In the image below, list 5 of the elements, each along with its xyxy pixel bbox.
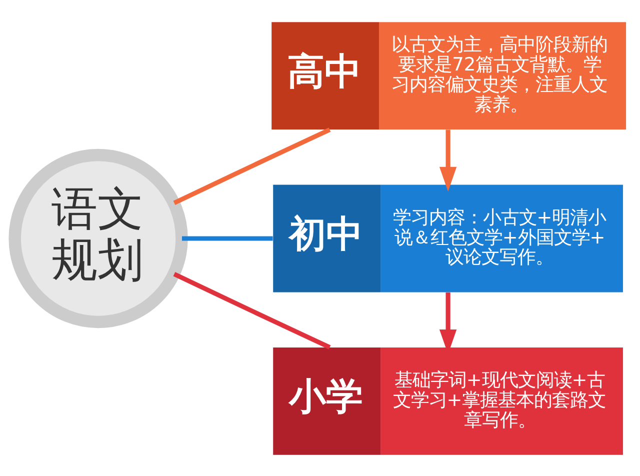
arrow: [439, 129, 457, 191]
connector: [173, 272, 331, 349]
connector: [173, 127, 331, 204]
connector: [182, 236, 273, 240]
node-circle: 语文规划: [8, 148, 188, 328]
